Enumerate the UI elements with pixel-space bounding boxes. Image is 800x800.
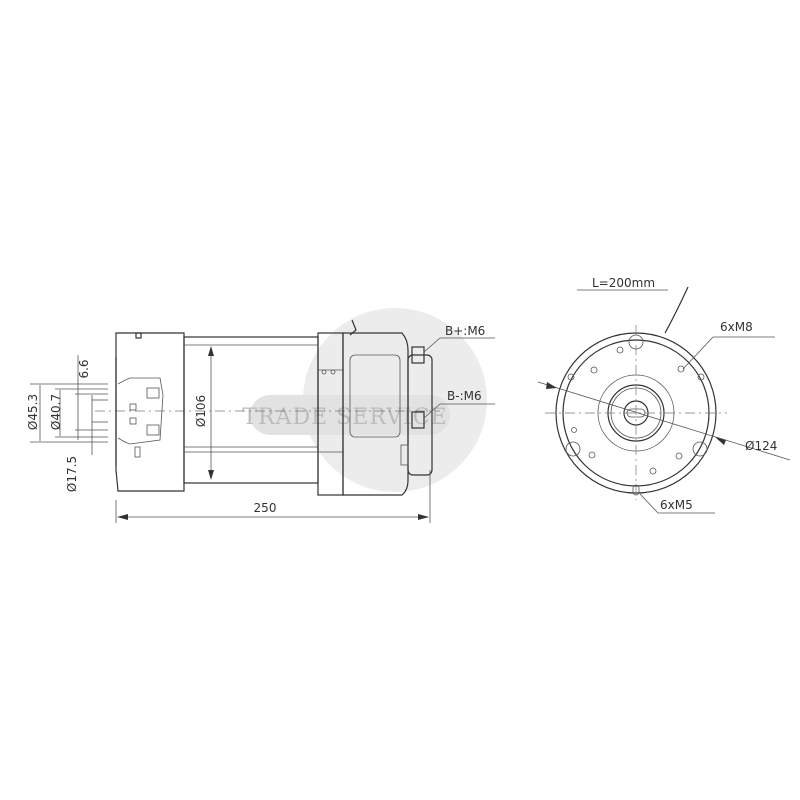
terminal-b-minus: B-:M6 (447, 389, 482, 403)
side-dimensions: 250 Ø45.3 Ø40.7 6.6 Ø17.5 B+:M6 B-:M6 (26, 324, 495, 523)
dim-45-3: Ø45.3 (26, 394, 40, 430)
length-dimension: 250 (254, 501, 277, 515)
body-diameter-label: Ø106 (194, 395, 208, 427)
motor-front-view: L=200mm 6xM8 Ø124 6xM5 (537, 276, 791, 514)
diameter-label: Ø124 (745, 439, 777, 453)
dim-17-5: Ø17.5 (65, 456, 79, 492)
dim-6-6: 6.6 (77, 359, 91, 378)
rear-holes-label: 6xM5 (660, 498, 693, 512)
cable-length-label: L=200mm (592, 276, 655, 290)
mount-holes-label: 6xM8 (720, 320, 753, 334)
motor-side-view: Ø106 (95, 319, 440, 496)
watermark-text: TRADE SERVICE (242, 405, 447, 430)
terminal-b-plus: B+:M6 (445, 324, 485, 338)
dim-40-7: Ø40.7 (49, 394, 63, 430)
